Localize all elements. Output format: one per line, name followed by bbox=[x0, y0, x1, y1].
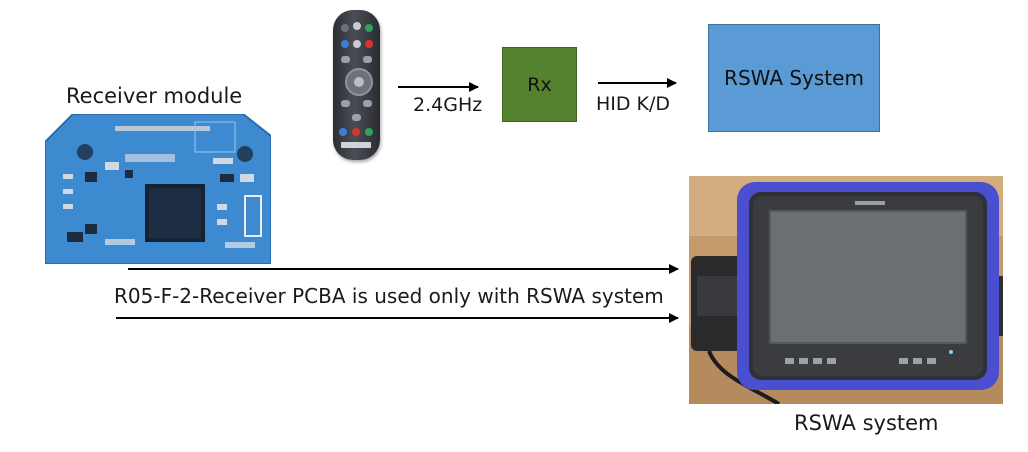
remote-brand-strip bbox=[341, 142, 371, 148]
receiver-module-label: Receiver module bbox=[66, 84, 243, 108]
rx-box-label: Rx bbox=[527, 73, 552, 96]
remote-button bbox=[352, 128, 360, 136]
remote-key bbox=[363, 100, 372, 107]
rswa-system-box: RSWA System bbox=[708, 24, 880, 132]
remote-key bbox=[352, 114, 361, 121]
remote-button bbox=[339, 128, 347, 136]
remote-button bbox=[365, 40, 373, 48]
wireless-link-label: 2.4GHz bbox=[413, 94, 483, 116]
remote-button bbox=[353, 22, 361, 30]
pcba-caption: R05-F-2-Receiver PCBA is used only with … bbox=[114, 284, 664, 308]
rswa-system-box-label: RSWA System bbox=[724, 66, 864, 90]
rswa-tablet-photo bbox=[689, 176, 1003, 404]
remote-control-image bbox=[333, 10, 380, 160]
remote-button bbox=[365, 24, 373, 32]
remote-key bbox=[363, 56, 372, 63]
hid-link-label: HID K/D bbox=[596, 93, 671, 115]
receiver-pcb-image bbox=[45, 114, 271, 264]
rswa-system-caption: RSWA system bbox=[794, 411, 939, 435]
remote-button bbox=[365, 128, 373, 136]
remote-button bbox=[341, 24, 349, 32]
remote-button bbox=[341, 40, 349, 48]
remote-dpad bbox=[345, 68, 373, 96]
remote-key bbox=[341, 100, 350, 107]
remote-key bbox=[341, 56, 350, 63]
remote-button bbox=[353, 40, 361, 48]
rx-box: Rx bbox=[502, 47, 577, 122]
